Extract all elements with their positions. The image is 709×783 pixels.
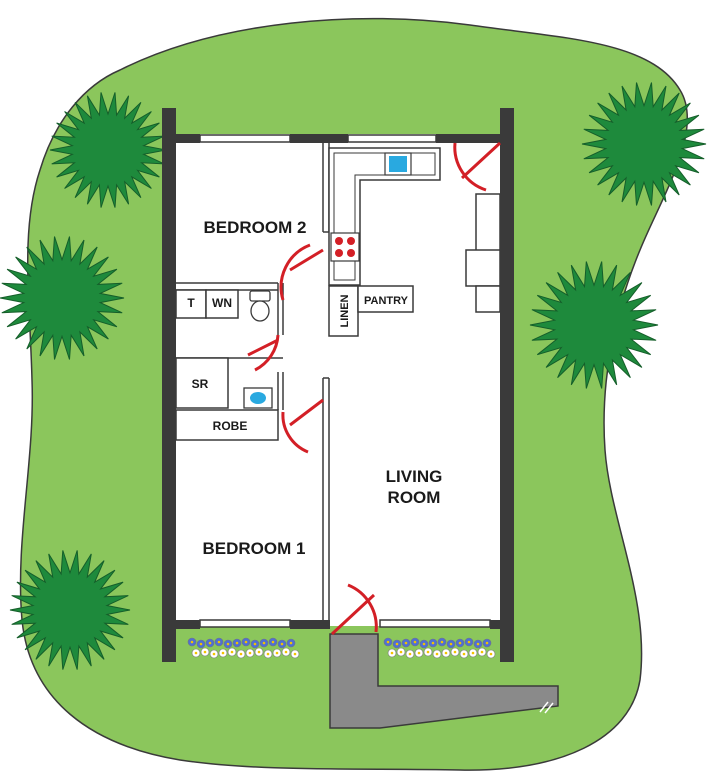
flower-center (422, 642, 426, 646)
linen-cupboard (328, 285, 359, 337)
flower-center (489, 652, 493, 656)
flower-center (199, 642, 203, 646)
flower-center (190, 640, 194, 644)
flower-center (230, 650, 234, 654)
flower-center (239, 652, 243, 656)
flower-center (404, 641, 408, 645)
flower-center (253, 642, 257, 646)
flower-center (408, 652, 412, 656)
bedroom-2-label: BEDROOM 2 (204, 218, 307, 237)
shrub-icon (581, 82, 707, 206)
sink-icon (384, 152, 412, 176)
toilet-icon (249, 290, 271, 322)
shrub-icon (529, 261, 659, 389)
flower-center (203, 650, 207, 654)
flower-center (426, 650, 430, 654)
flower-center (235, 641, 239, 645)
flower-center (280, 642, 284, 646)
pantry-label: PANTRY (364, 295, 409, 307)
robe-label: ROBE (213, 419, 248, 433)
toilet-label: T (187, 296, 195, 310)
flower-center (289, 641, 293, 645)
flower-center (293, 652, 297, 656)
bedroom-1-label: BEDROOM 1 (203, 539, 306, 558)
flower-center (226, 642, 230, 646)
flower-center (471, 651, 475, 655)
flower-center (485, 641, 489, 645)
flower-center (271, 640, 275, 644)
path-break-mark (539, 701, 554, 714)
living-room-label-line1: LIVING (386, 467, 443, 486)
flower-center (449, 642, 453, 646)
flower-center (413, 640, 417, 644)
flower-center (386, 640, 390, 644)
flower-center (266, 652, 270, 656)
linen-label: LINEN (339, 294, 351, 327)
hotplate-icon (330, 232, 360, 262)
flower-center (257, 650, 261, 654)
flower-center (217, 640, 221, 644)
door-swing-icon (247, 141, 502, 636)
shrub-icon (49, 92, 167, 208)
basin-icon (243, 387, 273, 409)
exterior-walls (162, 108, 514, 662)
flower-center (395, 642, 399, 646)
fridge-unit (465, 193, 501, 313)
flower-center (435, 652, 439, 656)
shrub-icon (0, 236, 125, 360)
flower-center (208, 641, 212, 645)
flower-center (244, 640, 248, 644)
entry-path (329, 633, 559, 729)
flower-center (284, 650, 288, 654)
flower-center (476, 642, 480, 646)
flower-bed-icon (182, 636, 500, 662)
flower-center (194, 651, 198, 655)
shrub-icon (9, 550, 131, 670)
flower-center (431, 641, 435, 645)
flower-center (453, 650, 457, 654)
shower-label: SR (192, 377, 209, 391)
pantry-cupboard (357, 285, 414, 313)
flower-center (444, 651, 448, 655)
flower-center (480, 650, 484, 654)
flower-center (248, 651, 252, 655)
flower-center (212, 652, 216, 656)
toilet-area (175, 289, 239, 319)
flower-center (417, 651, 421, 655)
wash-label: WN (212, 296, 232, 310)
flower-center (458, 641, 462, 645)
living-room-label-line2: ROOM (388, 488, 441, 507)
flower-center (467, 640, 471, 644)
flower-center (440, 640, 444, 644)
flower-center (275, 651, 279, 655)
kitchen-bench-inner (333, 152, 436, 281)
shower-robe-area (175, 357, 279, 441)
flower-center (221, 651, 225, 655)
flower-center (262, 641, 266, 645)
flower-center (462, 652, 466, 656)
flower-center (390, 651, 394, 655)
flower-center (399, 650, 403, 654)
